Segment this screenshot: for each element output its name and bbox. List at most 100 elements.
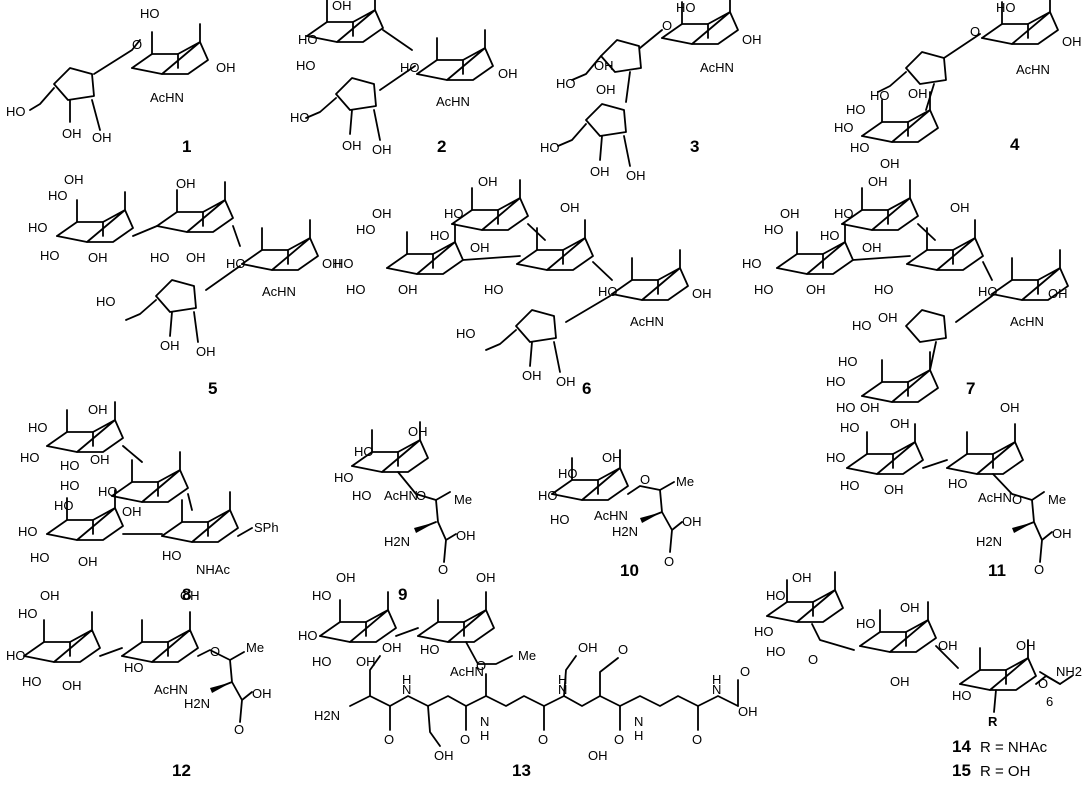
label-h2n: H2N: [612, 524, 638, 539]
label-oh: OH: [434, 748, 454, 763]
label-oh: OH: [880, 156, 900, 171]
label-nhac: NHAc: [196, 562, 230, 577]
label-ho: HO: [150, 250, 170, 265]
label-o: O: [640, 472, 650, 487]
compound-number: 15: [952, 761, 971, 780]
label-oh: OH: [180, 588, 200, 603]
label-oh: OH: [382, 640, 402, 655]
compound-12: HO OH HO HO OH OH HO AcHN O Me H2N OH O …: [6, 588, 272, 780]
label-oh: OH: [868, 174, 888, 189]
label-ho: HO: [540, 140, 560, 155]
label-oh: OH: [596, 82, 616, 97]
label-oh: OH: [742, 32, 762, 47]
label-ho: HO: [840, 420, 860, 435]
label-me: Me: [1048, 492, 1066, 507]
label-oh: OH: [884, 482, 904, 497]
label-oh: OH: [950, 200, 970, 215]
label-oh: OH: [122, 504, 142, 519]
label-achn: AcHN: [594, 508, 628, 523]
label-ho: HO: [598, 284, 618, 299]
label-ho: HO: [558, 466, 578, 481]
label-o: O: [740, 664, 750, 679]
label-oh: OH: [252, 686, 272, 701]
label-oh: OH: [176, 176, 196, 191]
label-oh: OH: [498, 66, 518, 81]
label-oh: OH: [322, 256, 342, 271]
label-ho: HO: [430, 228, 450, 243]
label-six: 6: [1046, 694, 1053, 709]
label-oh: OH: [408, 424, 428, 439]
label-ho: HO: [140, 6, 160, 21]
label-h: H: [712, 672, 721, 687]
label-ho: HO: [354, 444, 374, 459]
label-oh: OH: [92, 130, 112, 145]
label-oh: OH: [1000, 400, 1020, 415]
label-ho: HO: [766, 588, 786, 603]
label-oh: OH: [556, 374, 576, 389]
compound-number: 13: [512, 761, 531, 780]
label-n: N: [480, 714, 489, 729]
label-o: O: [618, 642, 628, 657]
label-o: O: [476, 658, 486, 673]
label-ho: HO: [852, 318, 872, 333]
label-ho: HO: [836, 400, 856, 415]
label-ho: HO: [48, 188, 68, 203]
label-ho: HO: [870, 88, 890, 103]
label-oh: OH: [1062, 34, 1082, 49]
label-oh: OH: [64, 172, 84, 187]
label-ho: HO: [20, 450, 40, 465]
label-ho: HO: [96, 294, 116, 309]
label-achn: AcHN: [150, 90, 184, 105]
label-r: R: [988, 714, 998, 729]
label-ho: HO: [312, 588, 332, 603]
label-ho: HO: [754, 624, 774, 639]
label-oh: OH: [160, 338, 180, 353]
label-ho: HO: [978, 284, 998, 299]
label-oh: OH: [196, 344, 216, 359]
compound-number: 6: [582, 379, 591, 398]
label-ho: HO: [6, 648, 26, 663]
label-h2n: H2N: [314, 708, 340, 723]
label-oh: OH: [456, 528, 476, 543]
label-o: O: [1012, 492, 1022, 507]
label-oh: OH: [560, 200, 580, 215]
label-oh: OH: [908, 86, 928, 101]
label-oh: OH: [478, 174, 498, 189]
legend-item-15: 15 R = OH: [952, 761, 1030, 780]
label-o: O: [538, 732, 548, 747]
label-n: N: [558, 682, 567, 697]
label-o: O: [664, 554, 674, 569]
label-ho: HO: [834, 206, 854, 221]
compound-6: HO OH HO OH HO OH HO HO OH OH HO HO OH A…: [334, 174, 712, 398]
label-ho: HO: [400, 60, 420, 75]
label-ho: HO: [676, 0, 696, 15]
label-oh: OH: [62, 126, 82, 141]
label-ho: HO: [856, 616, 876, 631]
label-ho: HO: [444, 206, 464, 221]
label-ho: HO: [290, 110, 310, 125]
label-o: O: [808, 652, 818, 667]
compound-4: O HO OH AcHN HO OH HO HO HO OH 4: [834, 0, 1082, 171]
label-achn: AcHN: [978, 490, 1012, 505]
compound-number: 1: [182, 137, 191, 156]
label-sph: SPh: [254, 520, 279, 535]
label-ho: HO: [124, 660, 144, 675]
compound-5: HO OH HO HO OH OH HO OH HO OH AcHN HO OH…: [28, 172, 342, 398]
label-oh: OH: [476, 570, 496, 585]
label-oh: OH: [88, 402, 108, 417]
label-oh: OH: [890, 416, 910, 431]
compound-number: 4: [1010, 135, 1020, 154]
label-me: Me: [518, 648, 536, 663]
legend-text: R = NHAc: [980, 739, 1048, 756]
label-ho: HO: [850, 140, 870, 155]
label-oh: OH: [1016, 638, 1036, 653]
compound-10: HO OH HO HO AcHN O Me H2N OH O 10: [538, 449, 702, 580]
compound-3: O HO OH AcHN OH HO OH HO OH OH 3: [540, 0, 762, 183]
label-h2n: H2N: [976, 534, 1002, 549]
label-ho: HO: [60, 478, 80, 493]
label-ho: HO: [550, 512, 570, 527]
label-me: Me: [676, 474, 694, 489]
label-ho: HO: [226, 256, 246, 271]
label-oh: OH: [594, 58, 614, 73]
label-oh: OH: [90, 452, 110, 467]
